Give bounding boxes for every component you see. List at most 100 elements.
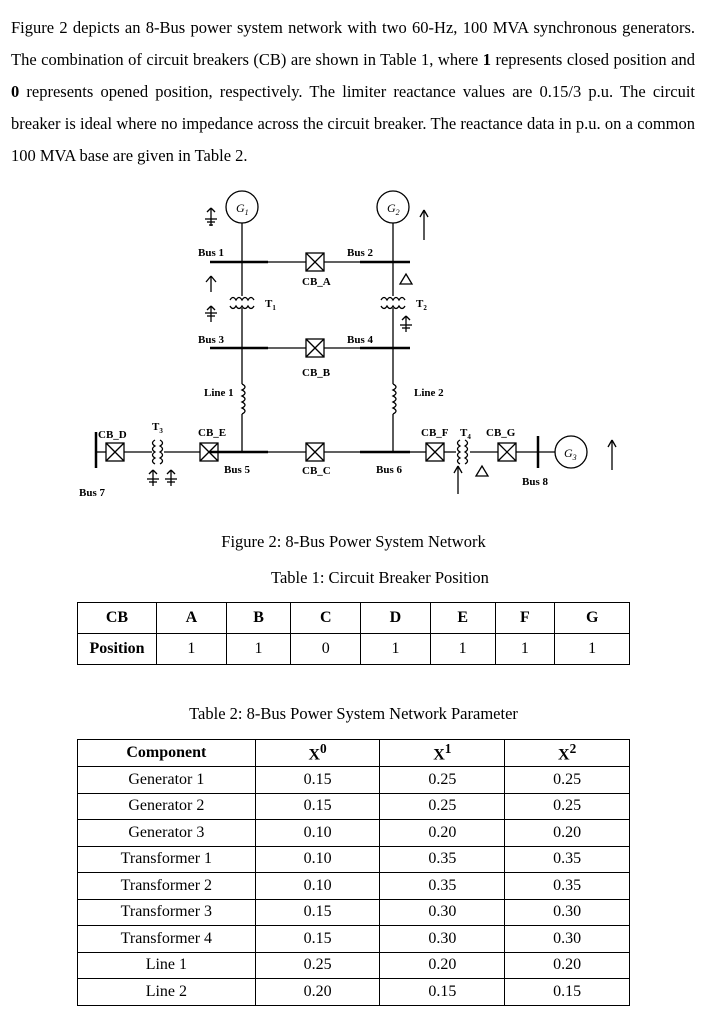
t2-coil-lower: [380, 304, 406, 310]
t2-sub: 2: [423, 304, 427, 312]
t4-coil-left: [456, 439, 462, 465]
bus4-label: Bus 4: [347, 334, 373, 346]
component-cell: Generator 1: [77, 766, 256, 794]
intro-text-3: represents opened position, respectively…: [11, 82, 695, 165]
x0-header: X0: [254, 739, 381, 767]
reactance-cell: 0.35: [504, 845, 630, 873]
intro-text-2: represents closed position and: [490, 50, 695, 69]
intro-bold-1: 1: [482, 50, 491, 69]
g2-sub: 2: [396, 208, 400, 217]
t1-sub: 1: [272, 304, 276, 312]
breaker-e: E: [429, 602, 496, 634]
intro-bold-0: 0: [11, 82, 20, 101]
component-cell: Transformer 1: [77, 845, 256, 873]
cb-b-label: CB_B: [302, 367, 331, 379]
t3-coil-left: [151, 439, 157, 465]
position-e: 1: [429, 633, 496, 665]
bus5-label: Bus 5: [224, 464, 250, 476]
bus3-label: Bus 3: [198, 334, 224, 346]
position-d: 1: [360, 633, 431, 665]
breaker-a: A: [156, 602, 227, 634]
bus8-label: Bus 8: [522, 476, 548, 488]
cb-d-label: CB_D: [98, 429, 127, 441]
t4-delta: [474, 464, 490, 477]
cb-header-row: CB A B C D E F G: [77, 602, 630, 634]
position-row: Position 1 1 0 1 1 1 1: [77, 633, 630, 665]
reactance-cell: 0.15: [504, 978, 630, 1006]
cb-row-label: CB: [77, 602, 157, 634]
line2-coil: [391, 383, 397, 415]
x0-header-text: X: [308, 746, 321, 764]
bus6-label: Bus 6: [376, 464, 402, 476]
svg-text:T3: T3: [152, 421, 163, 435]
reactance-cell: 0.20: [379, 951, 506, 979]
component-cell: Transformer 3: [77, 898, 256, 926]
reactance-cell: 0.15: [254, 792, 381, 820]
x1-header-text: X: [433, 746, 445, 764]
g2-label: G: [387, 201, 396, 215]
cb-a-label: CB_A: [302, 276, 331, 288]
position-b: 1: [225, 633, 292, 665]
position-f: 1: [494, 633, 556, 665]
t2-coil-upper: [380, 296, 406, 302]
x2-header-sup: 2: [569, 741, 577, 757]
position-g: 1: [554, 633, 630, 665]
svg-text:T4: T4: [460, 427, 471, 441]
table1-caption: Table 1: Circuit Breaker Position: [271, 568, 489, 587]
component-cell: Generator 3: [77, 819, 256, 847]
t4-label: T: [460, 427, 468, 439]
svg-text:T1: T1: [265, 298, 276, 312]
reactance-cell: 0.25: [504, 792, 630, 820]
t4-coil-right: [463, 439, 469, 465]
t1-coil-lower: [229, 304, 255, 310]
cb-b-box: [305, 338, 325, 358]
reactance-cell: 0.25: [379, 792, 506, 820]
reactance-cell: 0.30: [379, 898, 506, 926]
cb-c-box: [305, 442, 325, 462]
bus7-label: Bus 7: [79, 487, 105, 499]
intro-paragraph: Figure 2 depicts an 8-Bus power system n…: [11, 12, 695, 172]
breaker-d: D: [360, 602, 431, 634]
breaker-f: F: [494, 602, 556, 634]
g1-sub: 1: [245, 208, 249, 217]
x2-header: X2: [504, 739, 630, 767]
x1-header: X1: [379, 739, 506, 767]
reactance-cell: 0.10: [254, 845, 381, 873]
component-cell: Transformer 4: [77, 925, 256, 953]
cb-f-label: CB_F: [421, 427, 449, 439]
position-row-label: Position: [77, 633, 157, 665]
reactance-cell: 0.35: [379, 845, 506, 873]
position-c: 0: [290, 633, 362, 665]
reactance-cell: 0.30: [504, 925, 630, 953]
breaker-b: B: [225, 602, 292, 634]
t2-delta: [398, 272, 414, 285]
component-cell: Line 2: [77, 978, 256, 1006]
t2-label: T: [416, 298, 424, 310]
cb-c-label: CB_C: [302, 465, 331, 477]
bus2-label: Bus 2: [347, 247, 373, 259]
x2-header-text: X: [558, 746, 570, 764]
reactance-cell: 0.20: [254, 978, 381, 1006]
reactance-cell: 0.30: [379, 925, 506, 953]
reactance-cell: 0.15: [254, 925, 381, 953]
reactance-cell: 0.35: [504, 872, 630, 900]
reactance-cell: 0.10: [254, 872, 381, 900]
reactance-cell: 0.10: [254, 819, 381, 847]
t1-coil-upper: [229, 296, 255, 302]
cb-g-label: CB_G: [486, 427, 516, 439]
line2-label: Line 2: [414, 387, 444, 399]
breaker-position-table: CB A B C D E F G Position 1 1 0 1 1 1 1: [77, 602, 630, 665]
reactance-cell: 0.25: [254, 951, 381, 979]
reactance-cell: 0.20: [504, 819, 630, 847]
t3-coil-right: [158, 439, 164, 465]
reactance-cell: 0.25: [379, 766, 506, 794]
cb-a-box: [305, 252, 325, 272]
table2-caption: Table 2: 8-Bus Power System Network Para…: [189, 704, 518, 723]
